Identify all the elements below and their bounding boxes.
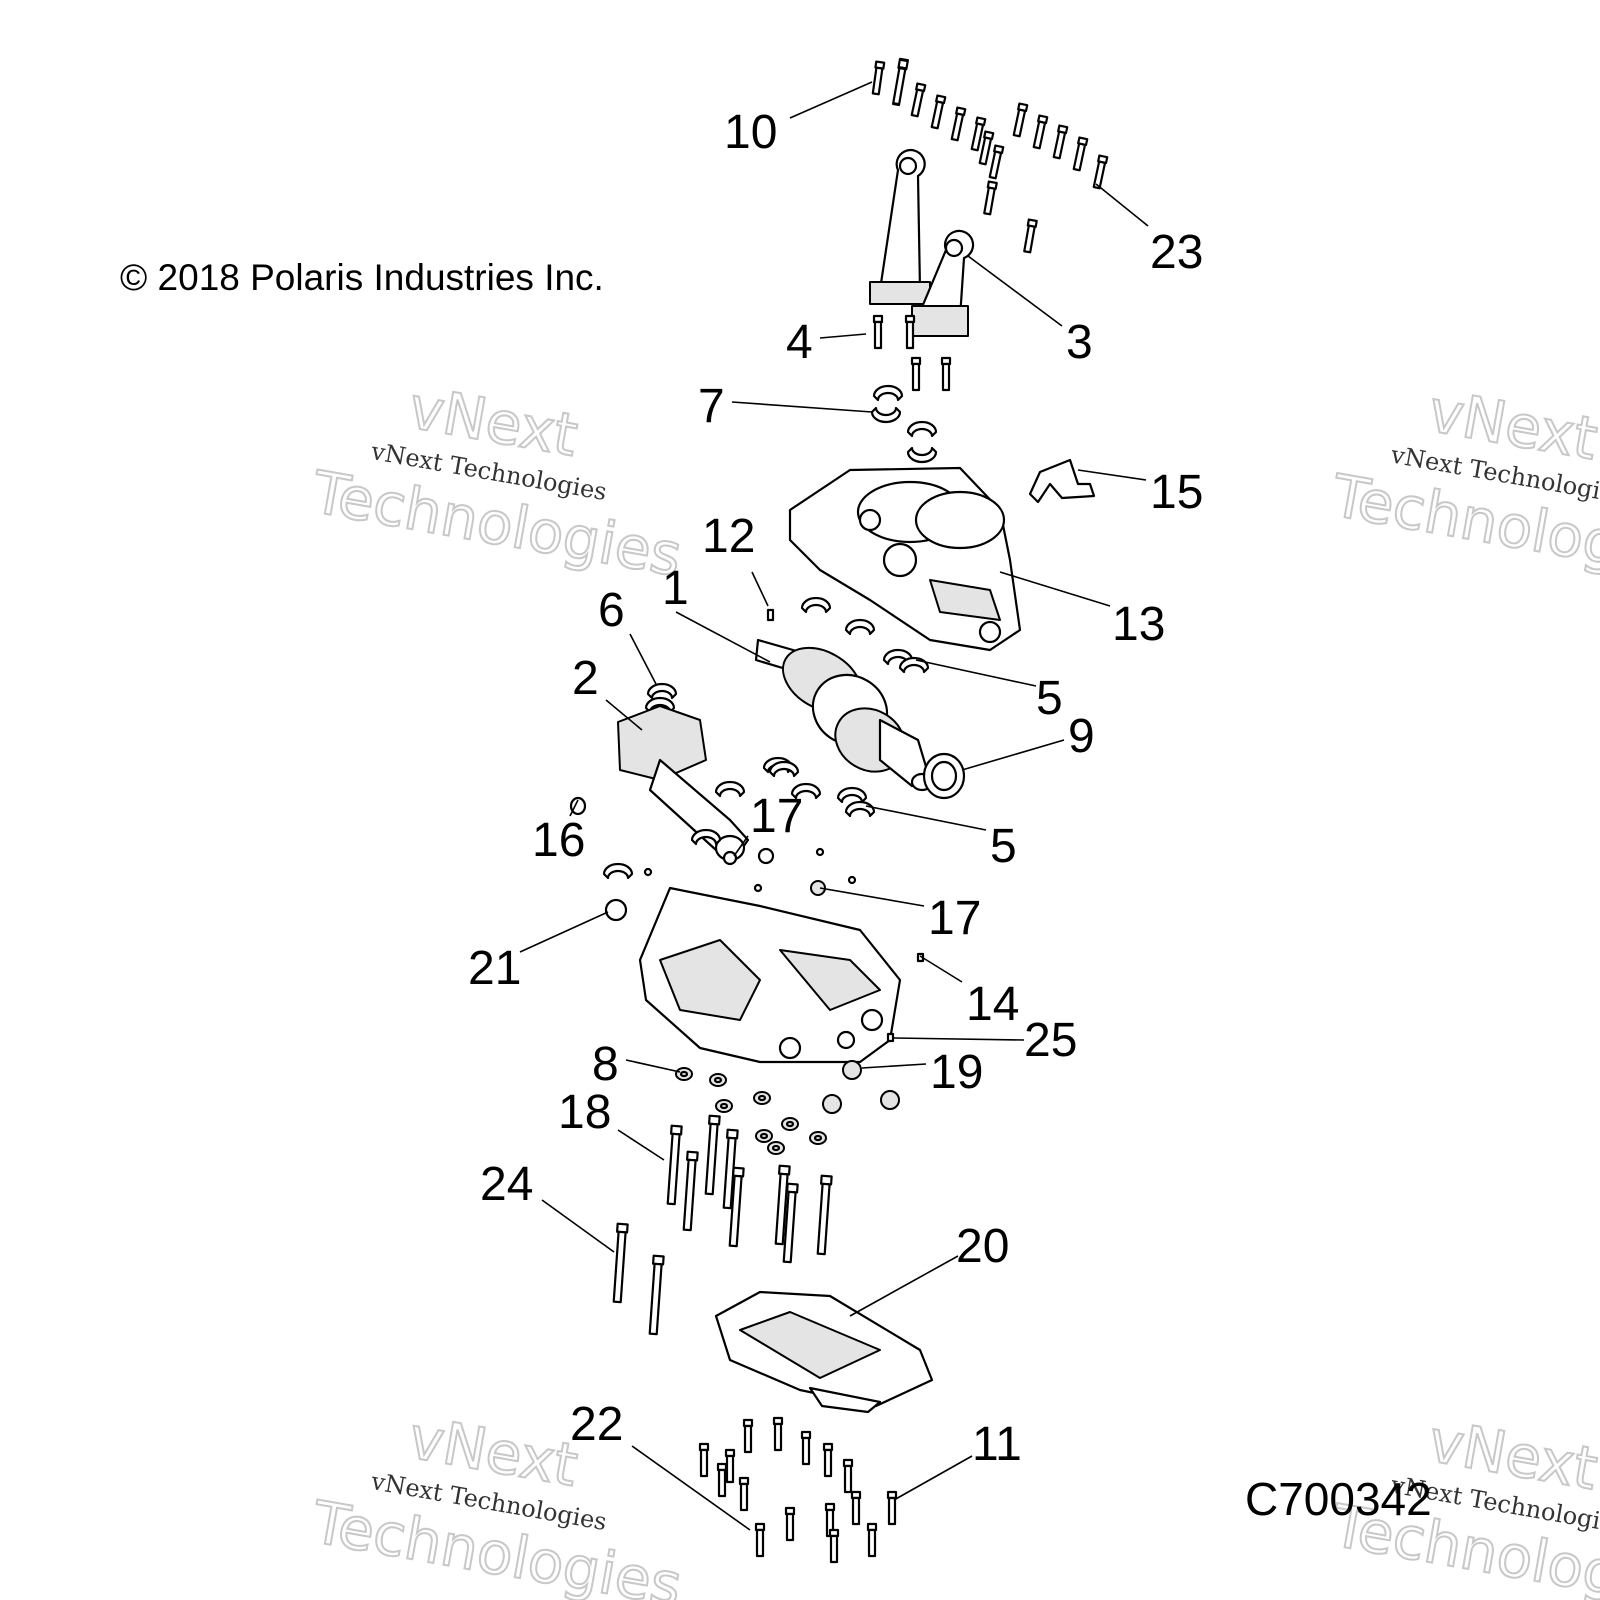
callouts: 10 23 3 4 7 15 12 13 1 6 2 5 9 17 16 5 1…: [468, 106, 1203, 1471]
crank-seal: [922, 752, 966, 800]
callout-19: 19: [930, 1046, 983, 1099]
callout-5b: 5: [990, 820, 1017, 873]
callout-9: 9: [1068, 710, 1095, 763]
plugs-19: [822, 1060, 900, 1114]
callout-5a: 5: [1036, 672, 1063, 725]
callout-8: 8: [592, 1038, 619, 1091]
watermark-right-upper: vNext vNext Technologies Technologies: [1326, 376, 1600, 594]
callout-12: 12: [702, 510, 755, 563]
callout-1: 1: [662, 562, 689, 615]
rod-bearings: [870, 384, 938, 464]
callout-13: 13: [1112, 598, 1165, 651]
dowel-12: [766, 608, 775, 622]
callout-2: 2: [572, 652, 599, 705]
callout-24: 24: [480, 1158, 533, 1211]
callout-11: 11: [972, 1418, 1022, 1471]
watermark-left-upper: vNext vNext Technologies Technologies: [306, 372, 688, 590]
plug-21: [604, 898, 628, 922]
upper-crankcase: [788, 466, 1022, 652]
crankshaft: [754, 638, 934, 792]
callout-18: 18: [558, 1086, 611, 1139]
dowel-16: [569, 796, 587, 816]
copyright-text: © 2018 Polaris Industries Inc.: [120, 257, 604, 298]
callout-17a: 17: [750, 790, 803, 843]
crankcase-bolts-18: [665, 1114, 833, 1264]
callout-21: 21: [468, 942, 521, 995]
callout-16: 16: [532, 814, 585, 867]
callout-14: 14: [966, 978, 1019, 1031]
bolts-24: [611, 1222, 665, 1336]
lower-crankcase: [638, 886, 902, 1064]
oil-pan: [714, 1290, 934, 1414]
callout-17b: 17: [928, 892, 981, 945]
callout-15: 15: [1150, 466, 1203, 519]
washers-8: [674, 1066, 828, 1156]
bracket-15: [1028, 458, 1096, 504]
watermark-left-lower: vNext vNext Technologies Technologies: [306, 1402, 688, 1600]
pan-bolts: [698, 1416, 898, 1564]
callout-23: 23: [1150, 226, 1203, 279]
pin-25: [886, 1032, 895, 1043]
plugs-17: [643, 847, 857, 896]
balance-shaft: [617, 705, 750, 862]
callout-7: 7: [698, 380, 725, 433]
connecting-rods: [869, 148, 975, 337]
callout-22: 22: [570, 1398, 623, 1451]
callout-4: 4: [786, 316, 813, 369]
leader-lines: [519, 81, 1149, 1531]
callout-25: 25: [1024, 1014, 1077, 1067]
callout-10: 10: [724, 106, 777, 159]
diagram-code: C700342: [1245, 1473, 1432, 1525]
callout-3: 3: [1066, 316, 1093, 369]
callout-20: 20: [956, 1220, 1009, 1273]
callout-6: 6: [598, 584, 625, 637]
